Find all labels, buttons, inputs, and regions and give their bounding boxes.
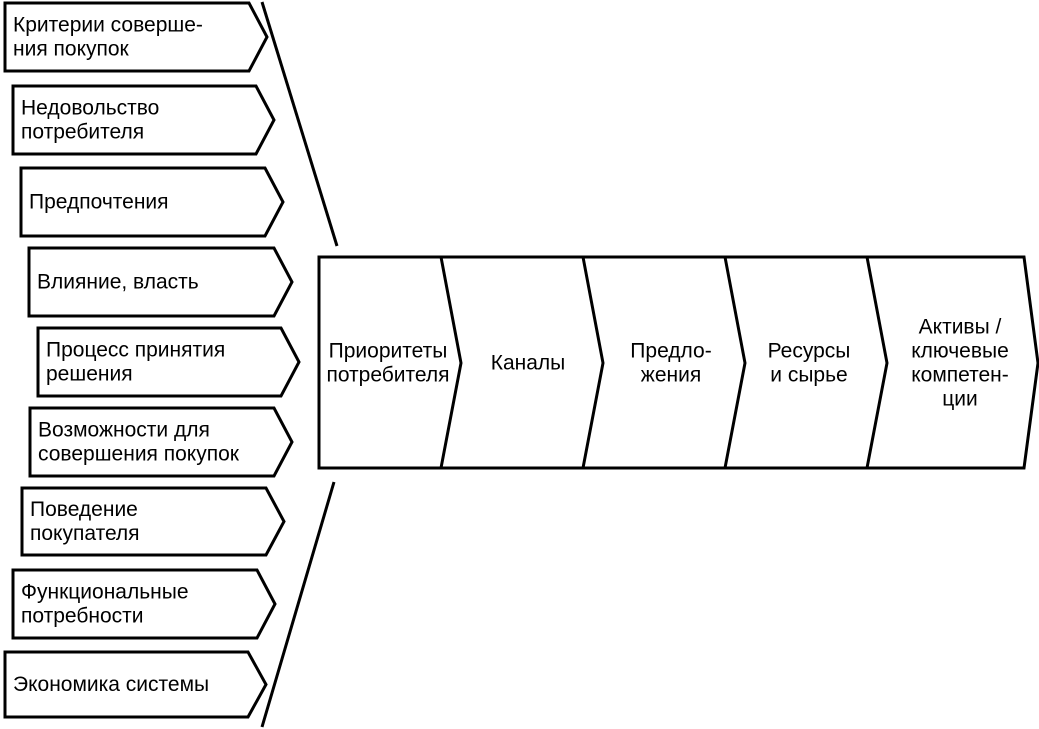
value-chain-segment: Предло-жения <box>630 340 711 387</box>
chain-divider-1 <box>439 256 463 469</box>
factor-label-line-2: потребителя <box>21 121 144 144</box>
factor-chevron: Критерии соверше-ния покупок <box>3 1 269 73</box>
chain-label-line-2: и сырье <box>770 364 847 387</box>
factor-label-line-1: Поведение <box>30 498 138 521</box>
factor-label-line-1: Влияние, власть <box>37 271 199 294</box>
chain-label-line-1: Ресурсы <box>768 340 851 363</box>
value-chain-segment: Каналы <box>491 352 566 375</box>
factor-label-line-2: решения <box>46 363 133 386</box>
factor-chevron-shape <box>3 1 269 73</box>
chain-divider-4 <box>865 256 889 469</box>
factor-chevron-shape <box>27 246 294 318</box>
factor-label-line-1: Недовольство <box>21 97 159 120</box>
factor-chevron: Влияние, власть <box>27 246 294 318</box>
factor-label-line-1: Критерии соверше- <box>13 14 203 37</box>
factor-label-line-2: потребности <box>21 605 143 628</box>
factor-label-line-1: Предпочтения <box>29 191 169 214</box>
factor-chevrons: Критерии соверше-ния покупокНедовольство… <box>3 1 301 719</box>
factor-label-line-1: Функциональные <box>21 581 189 604</box>
factor-label-line-2: совершения покупок <box>38 443 240 466</box>
factor-chevron-shape <box>19 166 285 238</box>
factor-label-line-2: покупателя <box>30 522 140 545</box>
chain-label-line-3: компетен- <box>911 364 1009 387</box>
funnel-bottom-line <box>260 481 336 728</box>
chain-label-line-1: Приоритеты <box>329 340 448 363</box>
factor-chevron-shape <box>3 650 268 719</box>
chain-divider-3 <box>723 256 747 469</box>
chain-divider-2 <box>581 256 605 469</box>
factor-chevron-shape <box>36 326 301 398</box>
factor-chevron-shape <box>11 568 277 640</box>
factor-chevron: Предпочтения <box>19 166 285 238</box>
chain-label-line-1: Активы / <box>919 316 1002 339</box>
chain-label-line-2: жения <box>641 364 701 387</box>
chain-label-line-1: Предло- <box>630 340 711 363</box>
factor-chevron: Экономика системы <box>3 650 268 719</box>
factor-label-line-2: ния покупок <box>13 38 130 61</box>
chain-label-line-1: Каналы <box>491 352 566 375</box>
factor-chevron-shape <box>20 486 286 557</box>
funnel-top-line <box>260 1 339 247</box>
factor-label-line-1: Процесс принятия <box>46 339 225 362</box>
value-chain-frame <box>317 255 1039 470</box>
factor-label-line-1: Экономика системы <box>13 673 209 696</box>
chain-label-line-2: потребителя <box>326 364 449 387</box>
factor-label-line-1: Возможности для <box>38 419 210 442</box>
chain-label-line-4: ции <box>942 388 978 411</box>
chain-label-line-2: ключевые <box>911 340 1009 363</box>
factor-chevron-shape <box>28 406 294 478</box>
factor-chevron-shape <box>11 84 276 156</box>
